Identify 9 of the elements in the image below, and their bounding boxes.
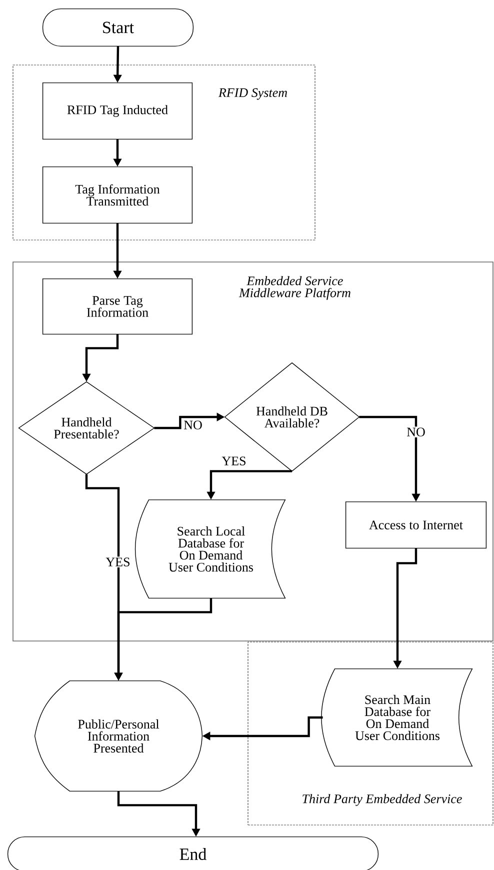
edge-label: NO [182, 420, 204, 430]
process-box: Access to Internet [345, 501, 487, 549]
process-box: Tag Information Transmitted [42, 166, 193, 224]
start-terminal: Start [42, 8, 194, 47]
process-box: RFID Tag Inducted [42, 82, 193, 140]
end-terminal: End [7, 836, 379, 870]
edge-label: NO [406, 426, 426, 438]
edge-label: YES [104, 556, 132, 568]
process-box: Parse Tag Information [42, 278, 193, 335]
